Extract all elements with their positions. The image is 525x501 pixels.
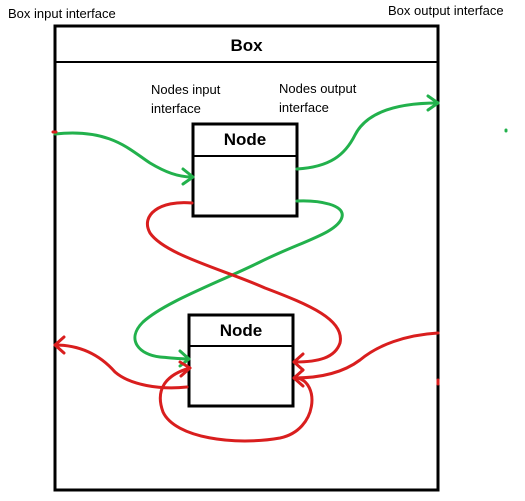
green-arrowhead-box-output <box>426 94 440 112</box>
green-wire-box-input-to-node-1 <box>53 131 194 179</box>
box-frame <box>53 24 440 492</box>
box-input-interface-label: Box input interface <box>8 6 116 21</box>
red-arrowhead-box-input <box>53 335 66 355</box>
red-wire-box-edge-to-node-2 <box>292 331 440 380</box>
box-output-interface-label: Box output interface <box>388 3 504 18</box>
red-arrowhead-node-2-output <box>292 352 305 372</box>
nodes-output-interface-label: Nodes output interface <box>279 81 357 115</box>
node-1-title: Node <box>223 130 267 149</box>
node-2-title: Node <box>219 321 263 340</box>
green-wire-node-1-to-box-output <box>295 101 440 171</box>
red-arrowhead-node-2-lower-output <box>292 368 305 388</box>
green-arrowhead-node-1-input <box>181 167 195 186</box>
box-title: Box <box>230 36 263 55</box>
nodes-input-interface-label: Nodes input interface <box>151 82 221 116</box>
red-arrowhead-node-2-input <box>178 360 192 378</box>
red-wire-node-2-to-box-input <box>53 343 189 390</box>
node-2-frame <box>187 313 295 408</box>
red-wire-node-1-input-loop <box>146 201 342 364</box>
green-wire-node-1-loop-to-node-2 <box>133 199 344 361</box>
